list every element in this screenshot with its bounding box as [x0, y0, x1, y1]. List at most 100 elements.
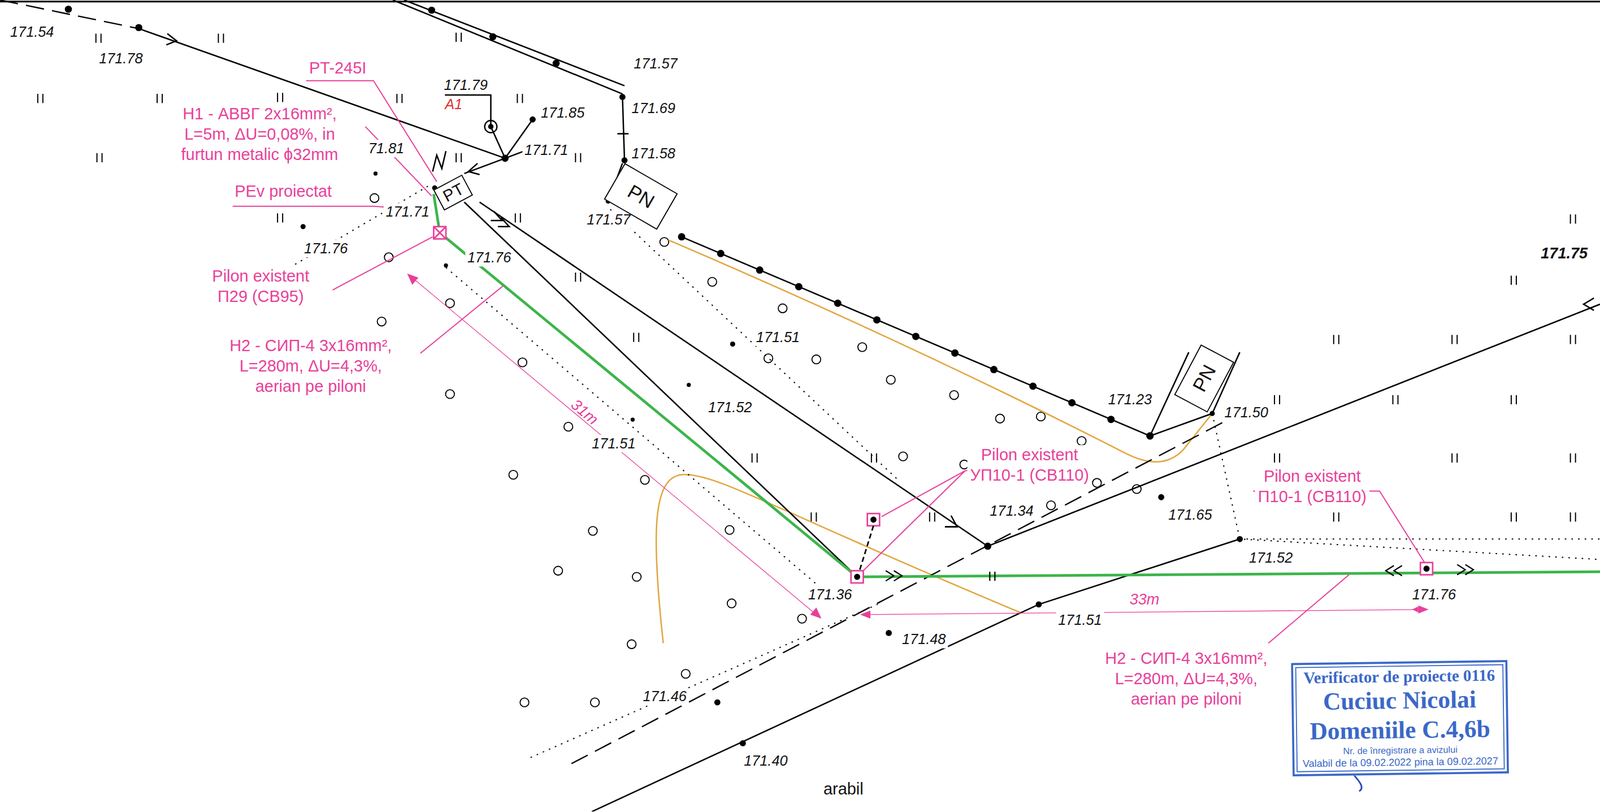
fence-dots	[795, 282, 803, 290]
tree-symbols	[995, 413, 1005, 423]
elevation-label: 171.57	[631, 54, 680, 73]
leader-line	[863, 470, 966, 571]
box-label: PN	[1187, 360, 1221, 396]
survey-points	[489, 33, 497, 41]
fence-dots	[1068, 399, 1076, 407]
dotted-boundary	[254, 185, 1600, 758]
tree-symbols	[632, 571, 642, 581]
dotted-boundary	[530, 604, 878, 758]
elevation-label: 171.79	[441, 76, 491, 94]
tree-symbols	[640, 475, 650, 485]
leader-line	[881, 470, 966, 517]
elevation-label: 171.54	[7, 23, 56, 42]
callout-note: H1 - АВВГ 2x16mm², L=5m, ΔU=0,08%, in fu…	[178, 103, 341, 166]
dimension-label: PT-245I	[306, 58, 368, 79]
callout-note: Pilon existent П10-1 (CB110)	[1255, 466, 1370, 507]
survey-points	[1236, 535, 1243, 542]
tree-symbols	[886, 375, 896, 385]
dotted-boundary	[610, 209, 899, 480]
black-network-lines	[1150, 413, 1213, 436]
tree-symbols	[707, 277, 717, 287]
fence-dots	[1029, 382, 1037, 390]
elevation-label: 171.48	[899, 630, 948, 649]
tree-symbols	[445, 389, 455, 399]
elevation-label: 171.65	[1166, 506, 1215, 524]
survey-points	[373, 171, 378, 176]
grass-symbols	[218, 33, 224, 43]
grass-symbols	[1570, 512, 1576, 522]
grass-symbols	[396, 93, 402, 103]
fence-dots	[990, 365, 998, 374]
survey-points	[714, 699, 721, 706]
leader-line	[1268, 574, 1350, 643]
grass-symbols	[157, 93, 163, 103]
elevation-label: 171.51	[1056, 610, 1105, 629]
dimension-arrows	[1412, 605, 1419, 613]
grass-symbols	[871, 453, 877, 463]
tree-symbols	[1036, 412, 1046, 422]
grass-symbols	[517, 93, 523, 103]
grass-symbols	[37, 93, 43, 103]
dimension-label: 33m	[1127, 590, 1162, 609]
tree-symbols	[857, 342, 867, 352]
dotted-boundary	[445, 267, 817, 584]
survey-points	[885, 629, 892, 636]
dimension-arrows	[406, 273, 419, 285]
leader-line	[365, 126, 432, 197]
fence-dots	[1146, 431, 1154, 440]
grass-symbols	[515, 213, 521, 223]
elevation-label: 171.69	[629, 100, 678, 118]
pylon-symbol	[1423, 565, 1430, 572]
grass-symbols	[811, 512, 817, 522]
dimension-label: PEv proiectat	[232, 181, 335, 202]
black-network-lines	[404, 0, 625, 86]
leader-line	[862, 609, 1427, 615]
tree-symbols	[778, 303, 788, 313]
projected-line-h2	[433, 193, 1600, 577]
line-arrows	[1465, 564, 1474, 575]
survey-points	[619, 93, 626, 101]
pylon-symbol	[870, 516, 877, 523]
fence-dots	[912, 332, 920, 340]
elevation-label: 171.76	[1410, 585, 1459, 604]
tree-symbols	[519, 697, 530, 707]
elevation-label: 171.46	[640, 687, 689, 706]
grass-symbols	[1451, 453, 1458, 463]
grass-symbols	[456, 153, 462, 163]
line-arrows	[1393, 565, 1402, 576]
elevation-label: 171.51	[753, 328, 802, 346]
elevation-label: 171.36	[805, 585, 854, 604]
grass-symbols	[1511, 275, 1517, 285]
grass-symbols	[752, 453, 758, 463]
tree-symbols	[553, 565, 563, 575]
leader-line	[412, 277, 817, 615]
elevation-label: 171.50	[1222, 404, 1271, 422]
elevation-label: 171.85	[538, 103, 587, 122]
grass-symbols	[1570, 214, 1576, 224]
dotted-boundary	[1239, 538, 1600, 540]
stamp-text: Verificator de proiecte 0116	[1301, 665, 1498, 688]
black-network-lines	[944, 515, 958, 527]
fence-dots	[951, 349, 959, 357]
elevation-label: 71.81	[366, 139, 406, 158]
pylon-symbol	[853, 573, 861, 580]
grass-symbols	[633, 332, 639, 342]
black-network-lines	[681, 236, 1151, 436]
callout-note: Pilon existent П29 (CB95)	[209, 266, 312, 307]
tree-symbols	[681, 669, 691, 679]
grass-symbols	[1511, 512, 1517, 522]
geodetic-mark	[484, 120, 498, 133]
elevation-label: 171.58	[629, 144, 678, 163]
dimension-arrows	[1418, 605, 1429, 614]
tree-symbols	[370, 193, 380, 203]
elevation-label: 171.40	[742, 752, 791, 770]
line-arrows	[885, 564, 1474, 581]
black-network-lines	[166, 33, 177, 46]
survey-points	[300, 223, 306, 229]
survey-points	[1209, 410, 1215, 416]
pylon-symbol	[433, 226, 1433, 583]
grass-symbols	[575, 153, 581, 163]
black-network-lines	[468, 163, 480, 175]
frame-line	[0, 0, 1600, 3]
black-network-lines	[464, 201, 857, 577]
